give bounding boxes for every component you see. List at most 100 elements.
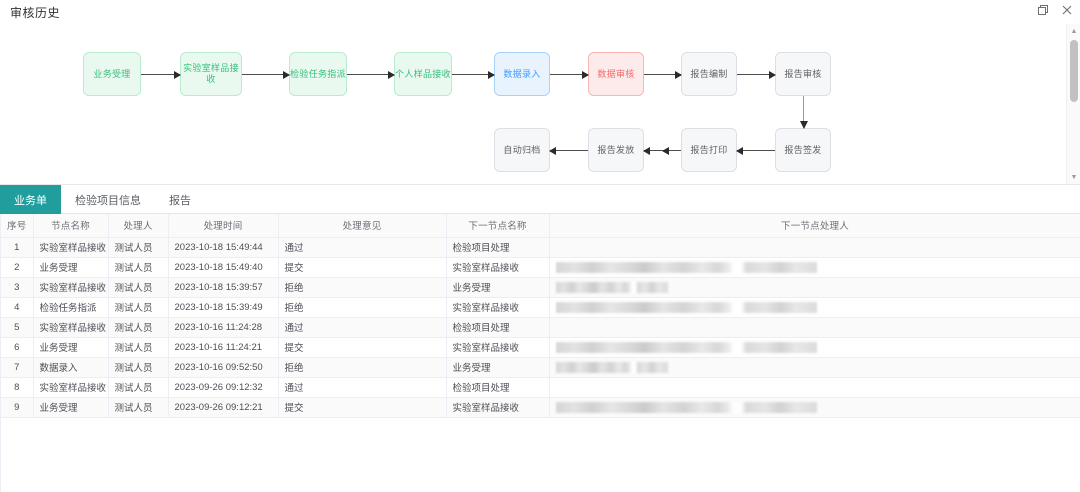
cell-node: 实验室样品接收	[33, 317, 109, 338]
flow-arrow-3	[452, 70, 495, 79]
cell-nextuser	[549, 257, 1080, 278]
cell-node: 业务受理	[33, 257, 109, 278]
cell-next: 检验项目处理	[446, 377, 550, 398]
flow-node-n10[interactable]: 报告打印	[681, 128, 737, 172]
flow-node-n7[interactable]: 报告编制	[681, 52, 737, 96]
cell-idx: 2	[1, 257, 34, 278]
redacted-content	[555, 361, 668, 373]
cell-time: 2023-10-18 15:49:40	[168, 257, 279, 278]
cell-handler: 测试人员	[108, 297, 169, 318]
flow-node-label: 业务受理	[93, 68, 131, 79]
cell-time: 2023-10-18 15:39:57	[168, 277, 279, 298]
flow-node-label: 数据录入	[503, 68, 541, 79]
flow-node-n9[interactable]: 报告签发	[775, 128, 831, 172]
cell-opinion: 拒绝	[278, 277, 447, 298]
flow-arrow-10	[643, 146, 663, 155]
flow-arrow-11	[549, 146, 588, 155]
workflow-canvas[interactable]: 业务受理 实验室样品接收 检验任务指派 个人样品接收 数据录入 数据审核 报告编制 报告审核报…	[0, 24, 1066, 184]
arrow-head-icon	[643, 146, 650, 155]
flow-node-n8[interactable]: 报告审核	[775, 52, 831, 96]
cell-next: 实验室样品接收	[446, 257, 550, 278]
col-header-nextuser[interactable]: 下一节点处理人	[549, 214, 1080, 238]
scroll-up-icon[interactable]: ▲	[1070, 27, 1078, 35]
flow-node-n11[interactable]: 报告发放	[588, 128, 644, 172]
col-header-opinion[interactable]: 处理意见	[278, 214, 447, 238]
flow-node-n12[interactable]: 自动归档	[494, 128, 550, 172]
cell-node: 实验室样品接收	[33, 277, 109, 298]
cell-opinion: 通过	[278, 377, 447, 398]
col-header-time[interactable]: 处理时间	[168, 214, 279, 238]
flow-arrow-1	[242, 70, 290, 79]
tab-2[interactable]: 报告	[155, 185, 205, 214]
cell-handler: 测试人员	[108, 277, 169, 298]
restore-icon[interactable]	[1036, 3, 1050, 17]
cell-idx: 9	[1, 397, 34, 418]
flow-node-label: 自动归档	[503, 144, 541, 155]
flow-node-label: 个人样品接收	[395, 68, 451, 79]
flow-node-label: 报告编制	[690, 68, 728, 79]
col-header-next[interactable]: 下一节点名称	[446, 214, 550, 238]
cell-handler: 测试人员	[108, 377, 169, 398]
cell-time: 2023-10-18 15:49:44	[168, 237, 279, 258]
flow-node-label: 报告打印	[690, 144, 728, 155]
redacted-content	[555, 341, 817, 353]
flow-node-n1[interactable]: 业务受理	[83, 52, 141, 96]
col-header-node[interactable]: 节点名称	[33, 214, 109, 238]
flow-node-n5[interactable]: 数据录入	[494, 52, 550, 96]
cell-nextuser	[549, 377, 1080, 398]
cell-time: 2023-10-16 09:52:50	[168, 357, 279, 378]
cell-node: 检验任务指派	[33, 297, 109, 318]
cell-opinion: 拒绝	[278, 297, 447, 318]
diagram-scrollbar[interactable]: ▲ ▼	[1066, 24, 1080, 184]
scroll-down-icon[interactable]: ▼	[1070, 173, 1078, 181]
cell-time: 2023-09-26 09:12:32	[168, 377, 279, 398]
scrollbar-thumb[interactable]	[1070, 40, 1078, 102]
window-titlebar: 审核历史	[0, 0, 1080, 24]
close-icon[interactable]	[1060, 3, 1074, 17]
flow-node-n3[interactable]: 检验任务指派	[289, 52, 347, 96]
flow-arrow-4	[550, 70, 589, 79]
cell-node: 数据录入	[33, 357, 109, 378]
redacted-content	[555, 281, 668, 293]
cell-time: 2023-10-16 11:24:21	[168, 337, 279, 358]
tab-1[interactable]: 检验项目信息	[61, 185, 155, 214]
flow-node-label: 报告发放	[597, 144, 635, 155]
cell-handler: 测试人员	[108, 357, 169, 378]
col-header-handler[interactable]: 处理人	[108, 214, 169, 238]
redacted-content	[555, 301, 817, 313]
cell-time: 2023-09-26 09:12:21	[168, 397, 279, 418]
cell-handler: 测试人员	[108, 397, 169, 418]
cell-handler: 测试人员	[108, 257, 169, 278]
flow-node-label: 报告审核	[784, 68, 822, 79]
arrow-head-icon	[283, 70, 290, 79]
arrow-head-icon	[488, 70, 495, 79]
cell-opinion: 提交	[278, 337, 447, 358]
col-header-idx[interactable]: 序号	[1, 214, 34, 238]
cell-node: 业务受理	[33, 337, 109, 358]
tab-bar: 业务单检验项目信息报告	[0, 184, 1080, 214]
flow-arrow-9	[662, 146, 681, 155]
cell-opinion: 提交	[278, 257, 447, 278]
table-header-row: 序号节点名称处理人处理时间处理意见下一节点名称下一节点处理人	[1, 214, 1080, 238]
flow-arrow-2	[347, 70, 395, 79]
flow-node-label: 报告签发	[784, 144, 822, 155]
flow-arrow-5	[644, 70, 682, 79]
flow-node-n6[interactable]: 数据审核	[588, 52, 644, 96]
cell-idx: 1	[1, 237, 34, 258]
cell-idx: 6	[1, 337, 34, 358]
tab-0[interactable]: 业务单	[0, 185, 61, 214]
flow-node-n2[interactable]: 实验室样品接收	[180, 52, 242, 96]
flow-node-n4[interactable]: 个人样品接收	[394, 52, 452, 96]
redacted-content	[555, 401, 817, 413]
